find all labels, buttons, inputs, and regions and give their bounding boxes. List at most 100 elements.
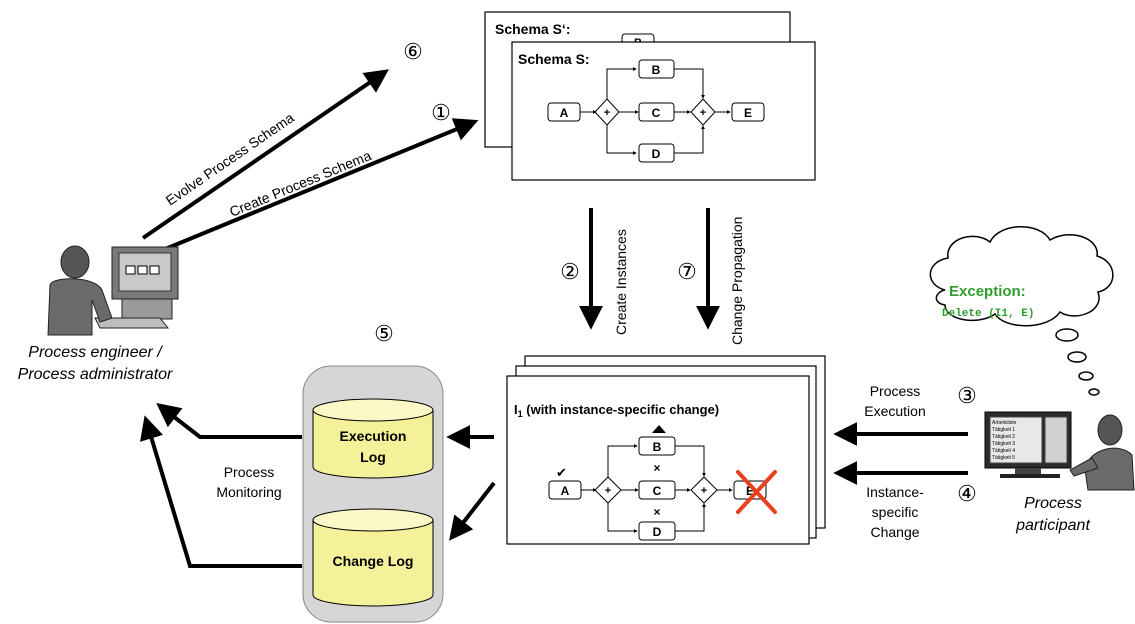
participant-cell-5: Tätigkeit 4 [992, 448, 1015, 454]
instance-change-label-3: Change [870, 524, 919, 540]
engineer-head [60, 245, 90, 279]
step-6-marker: ⑥ [403, 39, 423, 64]
exception-cloud-shape [929, 226, 1114, 327]
schema-stack: Schema S‘: B Schema S: A + B C D + E [484, 11, 816, 181]
instance-node-a [548, 480, 582, 500]
step-2-marker: ② [560, 259, 580, 284]
schema-node-c [638, 102, 675, 122]
process-execution-label-2: Execution [864, 403, 925, 419]
instance-node-b-label: B [653, 440, 662, 454]
engineer-keyboard [94, 317, 170, 329]
participant-monitor-stand [1015, 468, 1041, 474]
schema-and-join-label: + [700, 107, 706, 119]
change-log-body [312, 519, 434, 607]
running-mark-b [652, 425, 666, 433]
monitoring-label-2: Monitoring [216, 484, 281, 500]
step-3-marker: ③ [957, 383, 977, 408]
log-container: Execution Log Change Log ⑤ [302, 321, 444, 623]
exception-code: Delete (I1, E) [942, 308, 1034, 320]
change-log-label: Change Log [333, 553, 414, 569]
instance-node-a-label: A [561, 484, 570, 498]
schema-and-split-label: + [604, 107, 610, 119]
schema-s-prime-title: Schema S‘: [495, 21, 570, 37]
schema-node-b [638, 59, 675, 79]
change-propagation-label: Change Propagation [729, 217, 745, 345]
schema-edges [580, 67, 731, 155]
execution-log-top [312, 398, 434, 422]
participant-side-panel [1044, 416, 1068, 464]
engineer-desk-unit [121, 298, 173, 320]
skip-mark-c: × [653, 461, 660, 475]
exception-title: Exception: [949, 283, 1026, 300]
participant-head [1097, 414, 1123, 446]
engineer-figure-icon [47, 245, 179, 336]
schema-node-a-label: A [560, 106, 569, 120]
schema-node-c-label: C [652, 106, 661, 120]
engineer-body [47, 278, 113, 336]
monitoring-arrow-exec [156, 403, 302, 439]
change-log-arrow [449, 481, 496, 541]
evolve-arrow [141, 69, 389, 240]
instance-card [506, 375, 810, 545]
schema-node-e-label: E [744, 106, 752, 120]
instance-change-label-1: Instance- [866, 484, 924, 500]
schema-node-d-label: D [652, 147, 661, 161]
execution-log-body [312, 409, 434, 479]
step-1-marker: ① [431, 100, 451, 125]
participant-arm [1069, 457, 1099, 477]
step-5-marker: ⑤ [374, 321, 394, 346]
instance-node-d-label: D [653, 525, 662, 539]
execution-log-label-1: Execution [340, 428, 407, 444]
exception-cloud: Exception: Delete (I1, E) [929, 226, 1114, 396]
engineer-label-2: Process administrator [18, 366, 173, 383]
participant-cell-1: Arbeitsliste [992, 420, 1017, 426]
create-arrow [157, 118, 479, 254]
participant-label-1: Process [1024, 495, 1082, 512]
instance-node-b [638, 436, 676, 456]
engineer-screen-box-3 [149, 265, 160, 275]
participant-worklist [989, 416, 1043, 464]
monitoring-arrow-change [140, 415, 302, 568]
delete-cross-icon [736, 470, 777, 514]
instance-node-d [638, 521, 676, 541]
done-mark-a: ✔ [556, 465, 567, 480]
schema-s-title: Schema S: [518, 51, 590, 67]
schema-and-split [594, 98, 620, 126]
schema-and-join [690, 98, 716, 126]
instance-change-label-2: specific [872, 504, 919, 520]
instance-and-join-label: + [701, 485, 707, 497]
participant-label-2: participant [1015, 517, 1090, 534]
participant-cell-2: Tätigkeit 1 [992, 427, 1015, 433]
step-4-marker: ④ [957, 481, 977, 506]
engineer-screen-box-2 [137, 265, 148, 275]
participant-keyboard [1000, 474, 1060, 478]
thought-bubble-3 [1078, 371, 1094, 381]
execution-log-label-2: Log [360, 449, 386, 465]
instance-edges [581, 444, 733, 533]
thought-bubble-2 [1067, 351, 1087, 363]
process-execution-label-1: Process [870, 383, 921, 399]
participant-cell-3: Tätigkeit 2 [992, 434, 1015, 440]
schema-node-b-label: B [652, 63, 661, 77]
monitoring-arrows: Process Monitoring [140, 403, 302, 568]
engineer-screen-box-1 [125, 265, 136, 275]
engineer-label-1: Process engineer / [28, 344, 163, 361]
monitoring-label-1: Process [224, 464, 275, 480]
schema-node-e [731, 102, 765, 122]
participant-cell-4: Tätigkeit 3 [992, 441, 1015, 447]
thought-bubble-4 [1088, 388, 1100, 396]
instance-node-c [638, 480, 676, 500]
participant-figure-icon: Arbeitsliste Tätigkeit 1 Tätigkeit 2 Tät… [984, 411, 1135, 491]
step-7-marker: ⑦ [677, 259, 697, 284]
instance-node-e-label: E [746, 484, 754, 498]
skip-mark-d: × [653, 505, 660, 519]
instance-arrows: Create Instances Change Propagation ② ⑦ [560, 208, 745, 345]
instance-stack: I1 (with instance-specific change) ✔ A +… [506, 355, 826, 545]
instance-and-split [594, 476, 622, 504]
instance-node-c-label: C [653, 484, 662, 498]
create-label: Create Process Schema [227, 147, 374, 220]
engineer-arrows: Evolve Process Schema Create Process Sch… [141, 39, 479, 254]
create-instances-label: Create Instances [613, 229, 629, 335]
schema-node-a [547, 102, 581, 122]
